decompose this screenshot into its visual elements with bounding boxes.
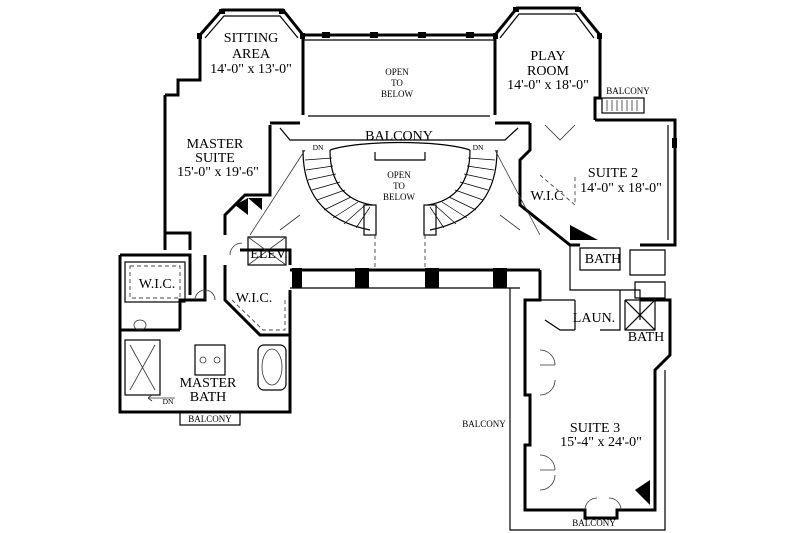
wic-suite2-label: W.I.C xyxy=(531,189,564,204)
open-to-below-top-2: TO xyxy=(391,78,403,88)
play-room-walls xyxy=(493,6,602,120)
closets xyxy=(124,174,576,331)
master-suite-name-2: SUITE xyxy=(195,151,235,166)
master-suite-dims: 15'-0" x 19'-6" xyxy=(177,165,259,180)
bath-right-label: BATH xyxy=(628,330,665,345)
grand-staircase xyxy=(249,141,541,270)
balcony-master-bath-label: BALCONY xyxy=(188,414,232,424)
balcony-left-suite3-label: BALCONY xyxy=(462,419,506,429)
stair-dn-left: DN xyxy=(313,143,324,152)
open-to-below-stairs-2: TO xyxy=(393,181,405,191)
sitting-area-dims: 14'-0" x 13'-0" xyxy=(210,62,292,77)
bath-suite2-label: BATH xyxy=(585,252,622,267)
master-bath-name-1: MASTER xyxy=(180,376,237,391)
play-room-name-1: PLAY xyxy=(530,49,565,64)
suite2-dims: 14'-0" x 18'-0" xyxy=(580,181,662,196)
open-to-below-top-1: OPEN xyxy=(385,67,409,77)
sitting-area-walls xyxy=(163,8,305,250)
elevator-label: ELEV. xyxy=(250,247,287,262)
stair-dn-right: DN xyxy=(473,143,484,152)
balcony-main-label: BALCONY xyxy=(365,129,433,144)
suite3-dims: 15'-4" x 24'-0" xyxy=(560,435,642,450)
laundry-label: LAUN. xyxy=(573,311,615,326)
doors xyxy=(194,124,622,511)
play-room-name-2: ROOM xyxy=(527,64,570,79)
open-to-below-top-area xyxy=(303,32,495,117)
suite2-name: SUITE 2 xyxy=(588,166,638,181)
balcony-bottom-label: BALCONY xyxy=(572,518,616,528)
elevator xyxy=(247,236,287,266)
wic-center-label: W.I.C. xyxy=(236,291,272,306)
master-bath-name-2: BATH xyxy=(190,390,227,405)
master-suite-name-1: MASTER xyxy=(187,137,244,152)
play-room-dims: 14'-0" x 18'-0" xyxy=(507,78,589,93)
top-right-balcony xyxy=(601,97,645,114)
master-bath-dn: DN xyxy=(163,397,174,406)
sitting-area-name-1: SITTING xyxy=(224,31,278,46)
main-walls xyxy=(118,118,677,531)
open-to-below-stairs-3: BELOW xyxy=(383,192,415,202)
balcony-top-right-label: BALCONY xyxy=(606,86,650,96)
master-bath-fixtures xyxy=(124,319,287,426)
sitting-area-name-2: AREA xyxy=(232,47,271,62)
wic-left-label: W.I.C. xyxy=(139,277,175,292)
open-to-below-stairs-1: OPEN xyxy=(387,170,411,180)
room-labels: SITTING AREA 14'-0" x 13'-0" OPEN TO BEL… xyxy=(139,31,665,528)
open-to-below-top-3: BELOW xyxy=(381,89,413,99)
suite3-name: SUITE 3 xyxy=(570,421,620,436)
